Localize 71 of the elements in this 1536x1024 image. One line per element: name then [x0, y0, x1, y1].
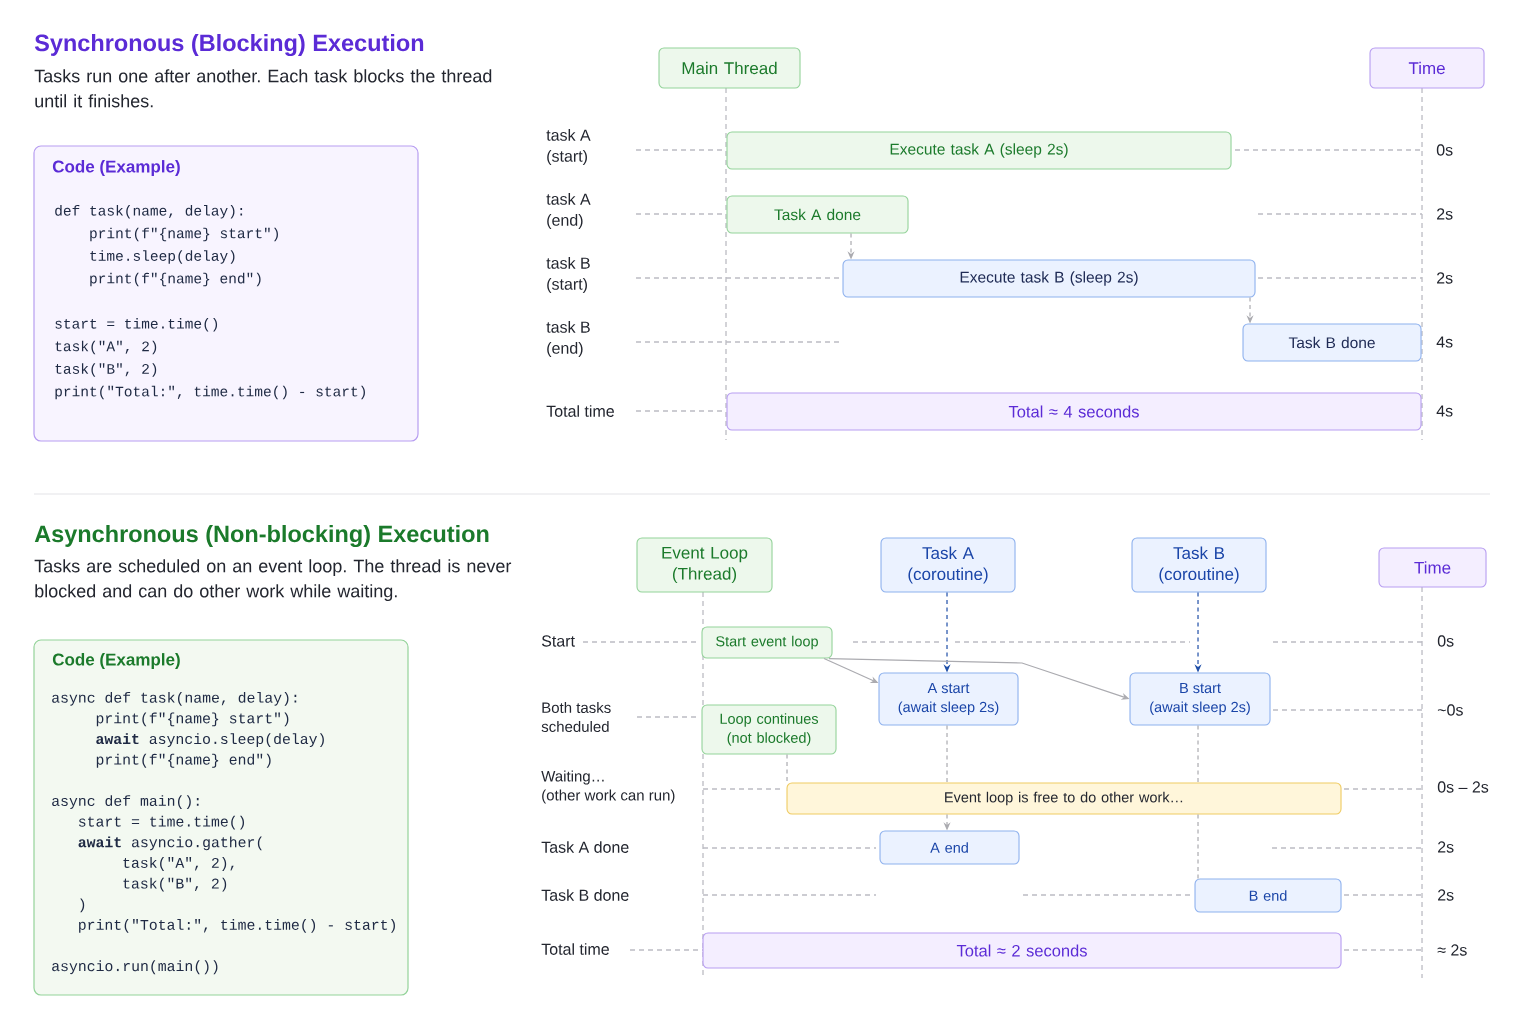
- lane-header: Event Loop (Thread): [636, 537, 773, 593]
- code-line: await asyncio.sleep(delay): [96, 733, 324, 747]
- code-line: await asyncio.gather(: [78, 836, 262, 851]
- row-label: Total time: [546, 405, 614, 417]
- row-label: Waiting… (other work can run): [541, 770, 675, 804]
- row-label: task B (start): [546, 257, 590, 293]
- total-bar: Total ≈ 4 seconds: [726, 392, 1422, 431]
- section-heading: Asynchronous (Non-blocking) Execution: [34, 525, 489, 547]
- time-value: 0s: [1436, 144, 1453, 156]
- lane-header: Time: [1378, 547, 1487, 588]
- panel-heading: Code (Example): [52, 160, 180, 176]
- event-box: Task A done: [726, 195, 909, 234]
- code-line: print(f"{name} end"): [96, 753, 271, 768]
- event-box: Start event loop: [701, 626, 833, 659]
- event-box: Task B done: [1242, 323, 1422, 362]
- time-value: 4s: [1436, 336, 1453, 348]
- code-line: start = time.time(): [79, 815, 244, 830]
- row-label: Both tasks scheduled: [541, 702, 611, 732]
- time-value: ≈ 2s: [1437, 944, 1467, 956]
- code-line: ): [80, 898, 85, 913]
- time-value: ~0s: [1437, 704, 1463, 716]
- time-value: 0s: [1437, 635, 1454, 647]
- connector-line: [946, 724, 948, 784]
- section-description: Tasks are scheduled on an event loop. The thread is never blocked and can do other work while waiting.: [34, 559, 512, 601]
- row-label: task A (start): [546, 129, 591, 165]
- event-box: Loop continues (not blocked): [701, 704, 837, 755]
- event-box: A end: [879, 830, 1020, 865]
- code-line: print(f"{name} start"): [96, 712, 289, 727]
- row-label: task A (end): [546, 193, 591, 229]
- time-value: 4s: [1436, 405, 1453, 417]
- code-line: task("B", 2): [123, 877, 227, 892]
- lane-header: Main Thread: [658, 47, 801, 89]
- time-value: 2s: [1437, 272, 1453, 284]
- code-line: def task(name, delay):: [55, 205, 243, 219]
- row-label: Start: [541, 635, 575, 647]
- code-line: print(f"{name} end"): [90, 272, 261, 287]
- code-line: async def main():: [52, 795, 199, 809]
- connector-line: [1197, 724, 1199, 784]
- event-box: B start (await sleep 2s): [1129, 672, 1271, 726]
- event-box: A start (await sleep 2s): [878, 672, 1019, 726]
- row-label: Task A done: [541, 841, 629, 853]
- code-line: time.sleep(delay): [90, 250, 235, 264]
- code-line: asyncio.run(main()): [52, 960, 218, 975]
- lane-header: Task B (coroutine): [1131, 537, 1267, 593]
- time-value: 2s: [1438, 889, 1454, 901]
- section-heading: Synchronous (Blocking) Execution: [34, 34, 424, 56]
- code-line: task("A", 2): [55, 340, 157, 355]
- waiting-bar: Event loop is free to do other work…: [786, 782, 1342, 815]
- task-bar: Execute task A (sleep 2s): [726, 131, 1232, 170]
- code-line: task("B", 2): [55, 363, 157, 377]
- lane-header: Time: [1369, 47, 1485, 89]
- code-line: task("A", 2),: [123, 857, 234, 871]
- total-bar: Total ≈ 2 seconds: [702, 932, 1342, 969]
- connector-line: [786, 753, 788, 784]
- panel-heading: Code (Example): [52, 653, 180, 669]
- code-line: start = time.time(): [55, 318, 218, 332]
- row-label: Task B done: [541, 889, 629, 901]
- row-label: Total time: [541, 943, 609, 955]
- code-line: print("Total:", time.time() - start): [79, 919, 395, 933]
- event-box: B end: [1194, 878, 1342, 913]
- time-value: 2s: [1438, 841, 1454, 853]
- task-bar: Execute task B (sleep 2s): [842, 259, 1256, 298]
- section-description: Tasks run one after another. Each task blocks the thread until it finishes.: [34, 69, 492, 108]
- row-label: task B (end): [546, 321, 590, 357]
- code-line: print("Total:", time.time() - start): [55, 385, 365, 400]
- code-line: async def task(name, delay):: [52, 691, 297, 706]
- connector-line: [1197, 813, 1199, 880]
- time-value: 2s: [1437, 208, 1453, 220]
- code-line: print(f"{name} start"): [90, 227, 278, 242]
- lane-header: Task A (coroutine): [880, 537, 1016, 593]
- time-value: 0s – 2s: [1437, 781, 1489, 793]
